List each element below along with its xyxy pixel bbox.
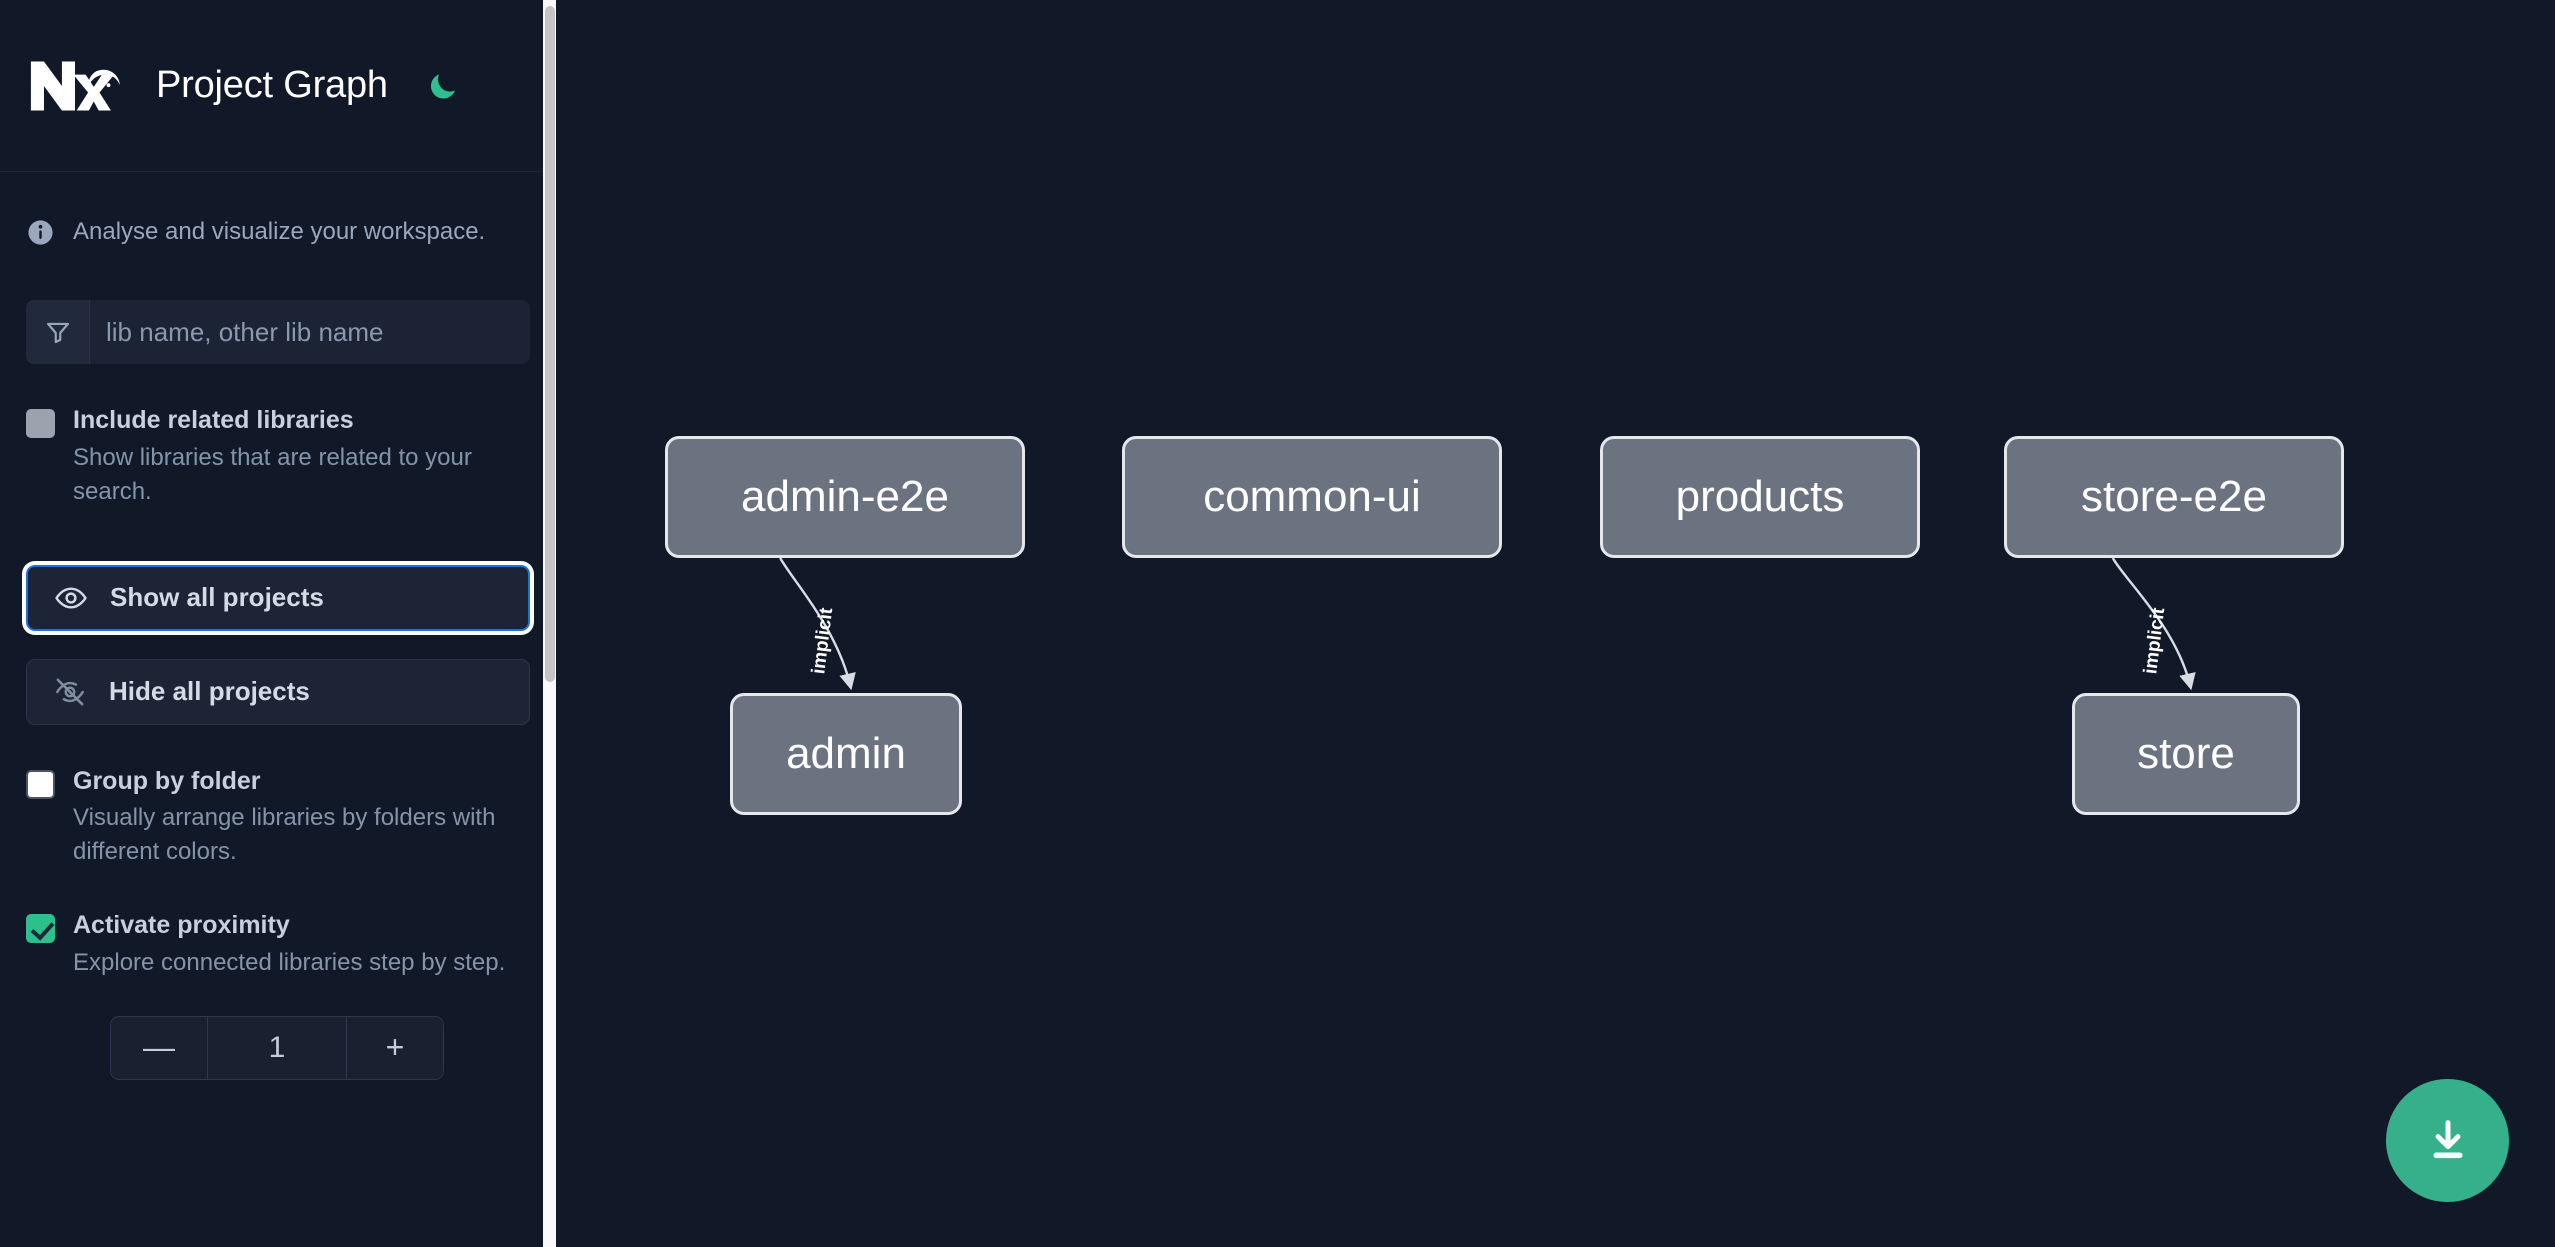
graph-node-store-e2e[interactable]: store-e2e xyxy=(2004,436,2344,558)
graph-edge-store-e2e-to-store xyxy=(2111,557,2196,691)
graph-node-label: common-ui xyxy=(1203,472,1421,521)
proximity-decrement-button[interactable]: — xyxy=(111,1016,208,1079)
graph-node-label: admin xyxy=(786,729,906,778)
activate-proximity-desc: Explore connected libraries step by step… xyxy=(73,948,506,976)
show-all-projects-label: Show all projects xyxy=(110,582,324,613)
workspace-blurb-text: Analyse and visualize your workspace. xyxy=(73,218,486,245)
option-include-related-libraries[interactable]: Include related libraries Show libraries… xyxy=(0,404,556,509)
page-title: Project Graph xyxy=(156,64,388,106)
group-by-folder-label: Group by folder xyxy=(73,766,261,795)
graph-node-label: products xyxy=(1675,472,1845,521)
eye-icon xyxy=(54,581,88,615)
graph-node-products[interactable]: products xyxy=(1600,436,1920,558)
group-by-folder-desc: Visually arrange libraries by folders wi… xyxy=(73,804,496,866)
include-related-libraries-checkbox[interactable] xyxy=(26,409,55,438)
download-button[interactable] xyxy=(2386,1079,2509,1202)
eye-off-icon xyxy=(53,675,87,709)
show-all-projects-button[interactable]: Show all projects xyxy=(26,564,530,631)
graph-node-admin-e2e[interactable]: admin-e2e xyxy=(665,436,1025,558)
info-icon xyxy=(26,218,55,247)
graph-node-label: store-e2e xyxy=(2081,472,2267,521)
hide-all-projects-button[interactable]: Hide all projects xyxy=(26,658,530,725)
sidebar-scrollbar-thumb[interactable] xyxy=(545,6,555,682)
activate-proximity-checkbox[interactable] xyxy=(26,914,55,944)
proximity-increment-button[interactable]: + xyxy=(346,1016,443,1079)
group-by-folder-checkbox[interactable] xyxy=(26,769,55,799)
sidebar-body: Analyse and visualize your workspace. In… xyxy=(0,172,556,1080)
graph-edge-admin-e2e-to-admin xyxy=(779,557,856,691)
graph-node-label: store xyxy=(2137,729,2235,778)
nx-logo-icon xyxy=(26,53,124,119)
sidebar-header: Project Graph xyxy=(0,0,556,172)
option-group-by-folder[interactable]: Group by folder Visually arrange librari… xyxy=(0,765,556,870)
search-row xyxy=(26,300,530,364)
include-related-libraries-label: Include related libraries xyxy=(73,406,354,434)
graph-canvas[interactable]: admin-e2e common-ui products store-e2e admin… xyxy=(556,0,2555,1247)
workspace-blurb: Analyse and visualize your workspace. xyxy=(0,172,556,250)
graph-node-label: admin-e2e xyxy=(741,472,949,521)
graph-node-common-ui[interactable]: common-ui xyxy=(1122,436,1502,558)
proximity-stepper: — 1 + xyxy=(110,1015,444,1080)
include-related-libraries-desc: Show libraries that are related to your … xyxy=(73,443,472,505)
option-activate-proximity[interactable]: Activate proximity Explore connected lib… xyxy=(0,909,556,980)
search-input[interactable] xyxy=(90,300,530,364)
sidebar: Project Graph Analyse and visualize your… xyxy=(0,0,556,1247)
filter-icon xyxy=(26,300,90,364)
proximity-value: 1 xyxy=(208,1016,346,1079)
activate-proximity-label: Activate proximity xyxy=(73,911,290,940)
graph-edge-layer xyxy=(779,557,2196,691)
moon-icon[interactable] xyxy=(422,65,464,107)
graph-node-admin[interactable]: admin xyxy=(730,693,962,815)
hide-all-projects-label: Hide all projects xyxy=(109,676,310,707)
graph-node-store[interactable]: store xyxy=(2072,693,2300,815)
